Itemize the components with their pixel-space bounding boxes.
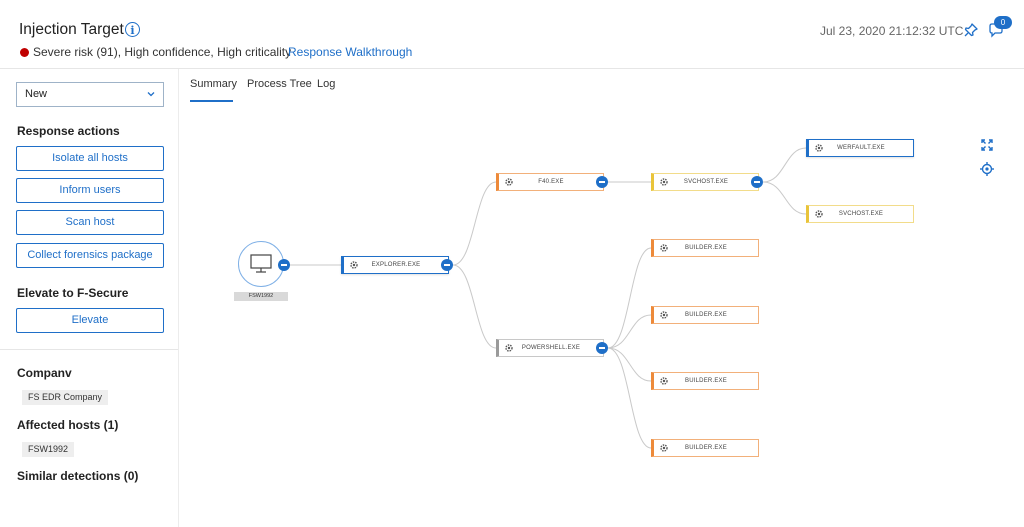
info-icon[interactable]: i (125, 22, 140, 37)
edge-powershell-builder3 (607, 347, 652, 382)
tab-summary[interactable]: Summary (190, 78, 238, 90)
active-tab-indicator (190, 100, 233, 102)
process-name: BUILDER.EXE (685, 378, 727, 384)
process-name: BUILDER.EXE (685, 445, 727, 451)
isolate-all-hosts-button[interactable]: Isolate all hosts (16, 146, 164, 171)
company-tag: FS EDR Company (22, 390, 109, 405)
inform-users-button[interactable]: Inform users (16, 178, 164, 203)
edge-powershell-builder4 (607, 347, 652, 449)
elevate-title: Elevate to F-Secure (17, 286, 129, 300)
comment-icon[interactable] (987, 20, 1009, 40)
edge-svchost-svchost2 (762, 181, 807, 215)
gear-icon (660, 178, 668, 186)
collapse-host-button[interactable] (278, 259, 290, 271)
status-select[interactable]: New (16, 82, 164, 107)
process-node-svchost-child[interactable]: SVCHOST.EXE (806, 205, 914, 223)
monitor-icon (250, 254, 272, 273)
detection-timestamp: Jul 23, 2020 21:12:32 UTC (820, 24, 964, 38)
gear-icon (350, 261, 358, 269)
collapse-f40-button[interactable] (596, 176, 608, 188)
affected-hosts-title: Affected hosts (1) (17, 418, 119, 432)
risk-indicator-dot (20, 48, 29, 57)
process-node-explorer[interactable]: EXPLORER.EXE (341, 256, 449, 274)
collapse-svchost-button[interactable] (751, 176, 763, 188)
sidebar (0, 69, 179, 527)
process-name: F40.EXE (538, 179, 564, 185)
collect-forensics-package-button[interactable]: Collect forensics package (16, 243, 164, 268)
chevron-down-icon (147, 92, 155, 97)
gear-icon (660, 244, 668, 252)
gear-icon (815, 144, 823, 152)
collapse-powershell-button[interactable] (596, 342, 608, 354)
tab-log[interactable]: Log (317, 78, 336, 90)
process-name: BUILDER.EXE (685, 312, 727, 318)
process-name: SVCHOST.EXE (838, 211, 884, 217)
risk-summary: Severe risk (91), High confidence, High … (33, 45, 292, 59)
scan-host-button[interactable]: Scan host (16, 210, 164, 235)
sidebar-divider (0, 349, 178, 350)
gear-icon (505, 178, 513, 186)
page-title: Injection Target (19, 21, 124, 38)
edge-explorer-powershell (452, 264, 497, 349)
process-node-svchost[interactable]: SVCHOST.EXE (651, 173, 759, 191)
process-node-builder-2[interactable]: BUILDER.EXE (651, 306, 759, 324)
process-node-builder-4[interactable]: BUILDER.EXE (651, 439, 759, 457)
header: Injection Target i Severe risk (91), Hig… (0, 0, 1024, 69)
edge-powershell-builder1 (607, 247, 652, 349)
similar-detections-title: Similar detections (0) (17, 469, 139, 483)
target-icon[interactable] (980, 162, 994, 176)
gear-icon (660, 444, 668, 452)
expand-icon[interactable] (981, 139, 993, 151)
process-node-builder-1[interactable]: BUILDER.EXE (651, 239, 759, 257)
gear-icon (660, 311, 668, 319)
process-name: EXPLORER.EXE (371, 262, 421, 268)
host-node[interactable] (238, 241, 284, 287)
edge-svchost-werfault (762, 147, 807, 183)
process-node-f40[interactable]: F40.EXE (496, 173, 604, 191)
process-name: BUILDER.EXE (685, 245, 727, 251)
response-actions-title: Response actions (17, 124, 120, 138)
gear-icon (505, 344, 513, 352)
response-walkthrough-link[interactable]: Response Walkthrough (288, 45, 413, 59)
process-node-powershell[interactable]: POWERSHELL.EXE (496, 339, 604, 357)
tab-process-tree[interactable]: Process Tree (247, 78, 312, 90)
process-name: WERFAULT.EXE (837, 145, 885, 151)
company-title: Companv (17, 366, 72, 380)
process-name: SVCHOST.EXE (683, 179, 729, 185)
process-node-werfault[interactable]: WERFAULT.EXE (806, 139, 914, 157)
status-select-value: New (25, 88, 48, 100)
edge-explorer-f40 (452, 181, 497, 266)
elevate-button[interactable]: Elevate (16, 308, 164, 333)
affected-host-tag[interactable]: FSW1992 (22, 442, 75, 457)
gear-icon (660, 377, 668, 385)
process-name: POWERSHELL.EXE (521, 345, 581, 351)
pin-icon[interactable] (963, 22, 979, 38)
collapse-explorer-button[interactable] (441, 259, 453, 271)
edge-powershell-builder2 (607, 314, 652, 349)
process-node-builder-3[interactable]: BUILDER.EXE (651, 372, 759, 390)
host-label: FSW1992 (234, 292, 288, 301)
comment-count-badge: 0 (994, 16, 1012, 29)
gear-icon (815, 210, 823, 218)
